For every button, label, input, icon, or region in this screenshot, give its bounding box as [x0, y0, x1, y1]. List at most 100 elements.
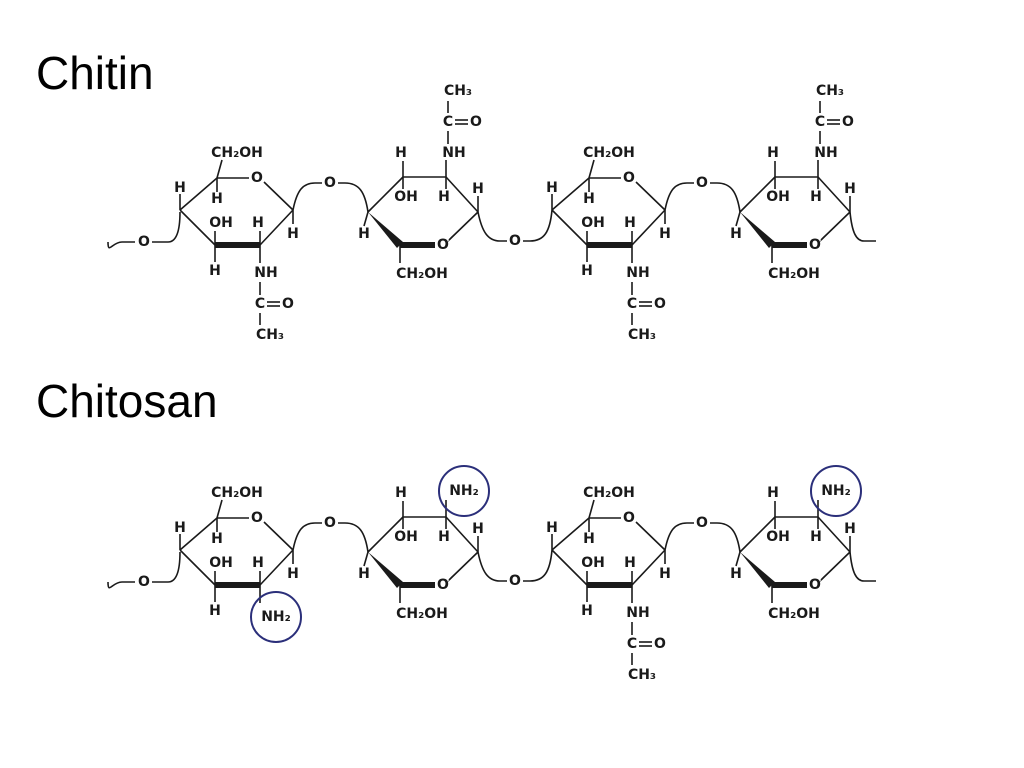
oh-label: OH: [766, 529, 790, 545]
nh-label: NH: [626, 265, 649, 281]
bond-line: [367, 516, 404, 553]
ring-oxygen: O: [623, 170, 635, 186]
chain-tail-left: [107, 241, 135, 249]
ring-oxygen: O: [623, 510, 635, 526]
h-label: H: [174, 520, 186, 536]
glycosidic-oxygen: O: [138, 234, 150, 250]
ch3-label: CH₃: [628, 667, 656, 683]
glycosidic-bond: [523, 549, 553, 582]
ch2oh-label: CH₂OH: [768, 266, 820, 282]
h-label: H: [472, 181, 484, 197]
glycosidic-oxygen: O: [696, 515, 708, 531]
bond-line: [445, 176, 479, 213]
oh-label: OH: [394, 529, 418, 545]
bond-line: [817, 516, 851, 553]
oh-label: OH: [581, 215, 605, 231]
bond-line: [179, 209, 216, 246]
ring-oxygen: O: [809, 577, 821, 593]
nh-label: NH: [442, 145, 465, 161]
h-label: H: [546, 520, 558, 536]
nh2-highlight-circle: [438, 465, 490, 517]
carbonyl-o-label: O: [470, 114, 482, 130]
bond-line: [635, 181, 666, 211]
glycosidic-bond: [477, 211, 507, 242]
bond-line: [363, 551, 369, 567]
bond-line: [445, 516, 479, 553]
bond-line: [588, 499, 595, 519]
bond-line: [216, 159, 223, 179]
h-label: H: [211, 531, 223, 547]
h-label: H: [810, 529, 822, 545]
h-label: H: [624, 555, 636, 571]
h-label: H: [659, 566, 671, 582]
bond-line: [551, 517, 590, 551]
glycosidic-bond: [338, 182, 369, 213]
h-label: H: [581, 603, 593, 619]
ring-oxygen: O: [251, 170, 263, 186]
chain-tail-left: [107, 581, 135, 589]
ch2oh-label: CH₂OH: [768, 606, 820, 622]
nh2-label: NH₂: [449, 483, 479, 499]
bond-line: [216, 499, 223, 519]
wedge-bond: [368, 212, 403, 248]
h-label: H: [438, 529, 450, 545]
h-label: H: [211, 191, 223, 207]
nh-label: NH: [254, 265, 277, 281]
h-label: H: [438, 189, 450, 205]
wedge-bond: [740, 212, 775, 248]
h-label: H: [581, 263, 593, 279]
glycosidic-bond: [710, 522, 741, 553]
h-label: H: [767, 485, 779, 501]
bond-line: [259, 549, 294, 586]
ch2oh-label: CH₂OH: [583, 485, 635, 501]
glycosidic-bond: [664, 182, 694, 211]
oh-label: OH: [394, 189, 418, 205]
chitosan-title: Chitosan: [36, 375, 218, 427]
ring-oxygen: O: [437, 577, 449, 593]
glycosidic-oxygen: O: [509, 573, 521, 589]
bond-line: [179, 177, 218, 211]
bond-line: [588, 159, 595, 179]
h-label: H: [730, 226, 742, 242]
bond-line: [179, 549, 216, 586]
wedge-bond: [819, 212, 850, 243]
carbonyl-c-label: C: [815, 114, 825, 130]
h-label: H: [583, 531, 595, 547]
glycosidic-oxygen: O: [138, 574, 150, 590]
oh-label: OH: [581, 555, 605, 571]
glycosidic-bond: [292, 182, 322, 211]
oh-label: OH: [209, 215, 233, 231]
glycosidic-bond: [710, 182, 741, 213]
nh2-highlight-circle: [810, 465, 862, 517]
carbonyl-c-label: C: [627, 296, 637, 312]
h-label: H: [767, 145, 779, 161]
h-label: H: [583, 191, 595, 207]
h-label: H: [659, 226, 671, 242]
wedge-bond: [368, 552, 403, 588]
h-label: H: [730, 566, 742, 582]
h-label: H: [624, 215, 636, 231]
carbonyl-o-label: O: [282, 296, 294, 312]
carbonyl-o-label: O: [842, 114, 854, 130]
wedge-bond: [740, 552, 775, 588]
nh-label: NH: [626, 605, 649, 621]
wedge-bond: [447, 212, 478, 243]
bond-line: [635, 521, 666, 551]
ring-oxygen: O: [809, 237, 821, 253]
bond-line: [739, 516, 776, 553]
bond-line: [259, 209, 294, 246]
h-label: H: [810, 189, 822, 205]
chain-tail-right: [849, 551, 876, 582]
ch3-label: CH₃: [816, 83, 844, 99]
glycosidic-bond: [292, 522, 322, 551]
ch2oh-label: CH₂OH: [396, 266, 448, 282]
bond-line: [263, 181, 294, 211]
chitin-title: Chitin: [36, 47, 154, 99]
h-label: H: [209, 263, 221, 279]
h-label: H: [358, 226, 370, 242]
ch2oh-label: CH₂OH: [211, 485, 263, 501]
bond-line: [551, 549, 588, 586]
bond-line: [363, 211, 369, 227]
carbonyl-o-label: O: [654, 636, 666, 652]
bond-line: [263, 521, 294, 551]
